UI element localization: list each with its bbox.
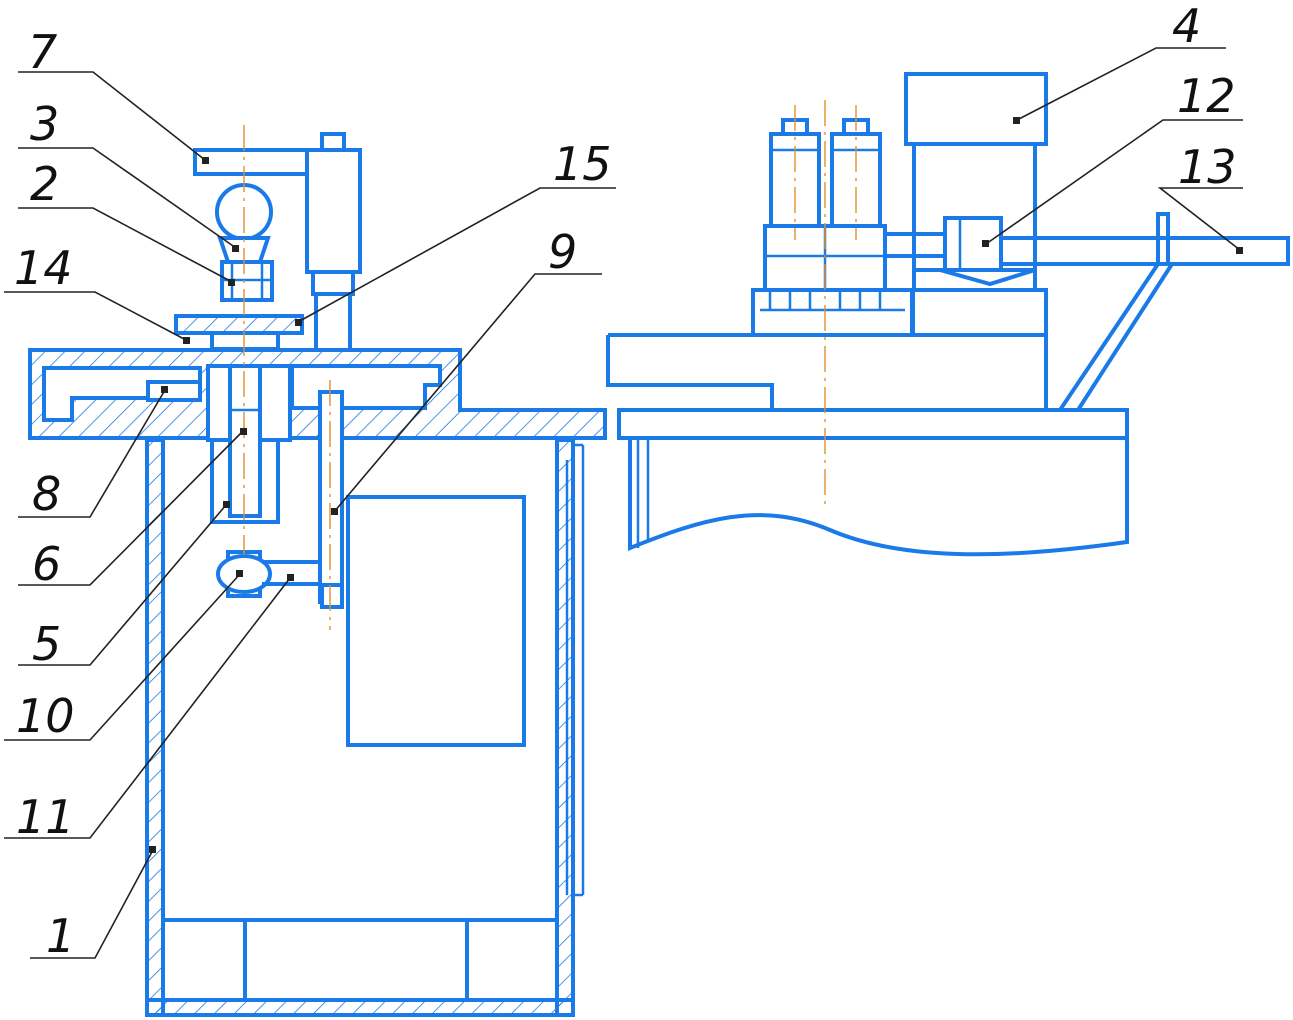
callout-label-9: 9	[548, 225, 577, 279]
callout-label-2: 2	[30, 157, 59, 211]
callout-label-11: 11	[16, 790, 75, 844]
callout-label-7: 7	[28, 25, 57, 79]
callout-7: 7	[18, 25, 209, 164]
callout-label-12: 12	[1177, 69, 1236, 123]
callout-11: 11	[4, 574, 294, 844]
callout-label-4: 4	[1172, 0, 1201, 53]
callout-8: 8	[18, 386, 168, 521]
callout-label-5: 5	[32, 617, 61, 671]
callout-5: 5	[18, 501, 230, 671]
side-spindles	[751, 118, 915, 337]
callout-label-15: 15	[553, 137, 612, 191]
callout-15: 15	[295, 137, 616, 326]
clamp-arm	[193, 132, 362, 352]
callouts: 7 3 2 14 8 6 5	[4, 0, 1243, 963]
callout-12: 12	[982, 69, 1243, 247]
guide-plate	[174, 314, 304, 351]
callout-label-14: 14	[14, 241, 73, 295]
callout-label-8: 8	[32, 467, 61, 521]
guide-bar	[883, 212, 1290, 412]
motor	[904, 72, 1048, 292]
side-table	[606, 288, 1129, 557]
spindle	[210, 364, 280, 598]
motor-box	[346, 495, 526, 747]
callout-label-1: 1	[46, 909, 75, 963]
callout-label-3: 3	[30, 97, 59, 151]
callout-4: 4	[1013, 0, 1226, 124]
table-top	[28, 348, 607, 442]
callout-1: 1	[30, 846, 156, 963]
frame-walls	[145, 438, 585, 1017]
front-view	[28, 125, 607, 1017]
callout-2: 2	[18, 157, 235, 286]
rod-lever	[262, 390, 344, 609]
callout-label-10: 10	[16, 689, 75, 743]
callout-10: 10	[4, 570, 243, 743]
callout-14: 14	[4, 241, 190, 344]
callout-9: 9	[331, 225, 602, 515]
callout-label-6: 6	[32, 537, 61, 591]
side-view	[606, 72, 1290, 557]
callout-label-13: 13	[1178, 140, 1237, 194]
callout-3: 3	[18, 97, 239, 252]
callout-13: 13	[1157, 140, 1243, 254]
callout-6: 6	[18, 428, 247, 591]
